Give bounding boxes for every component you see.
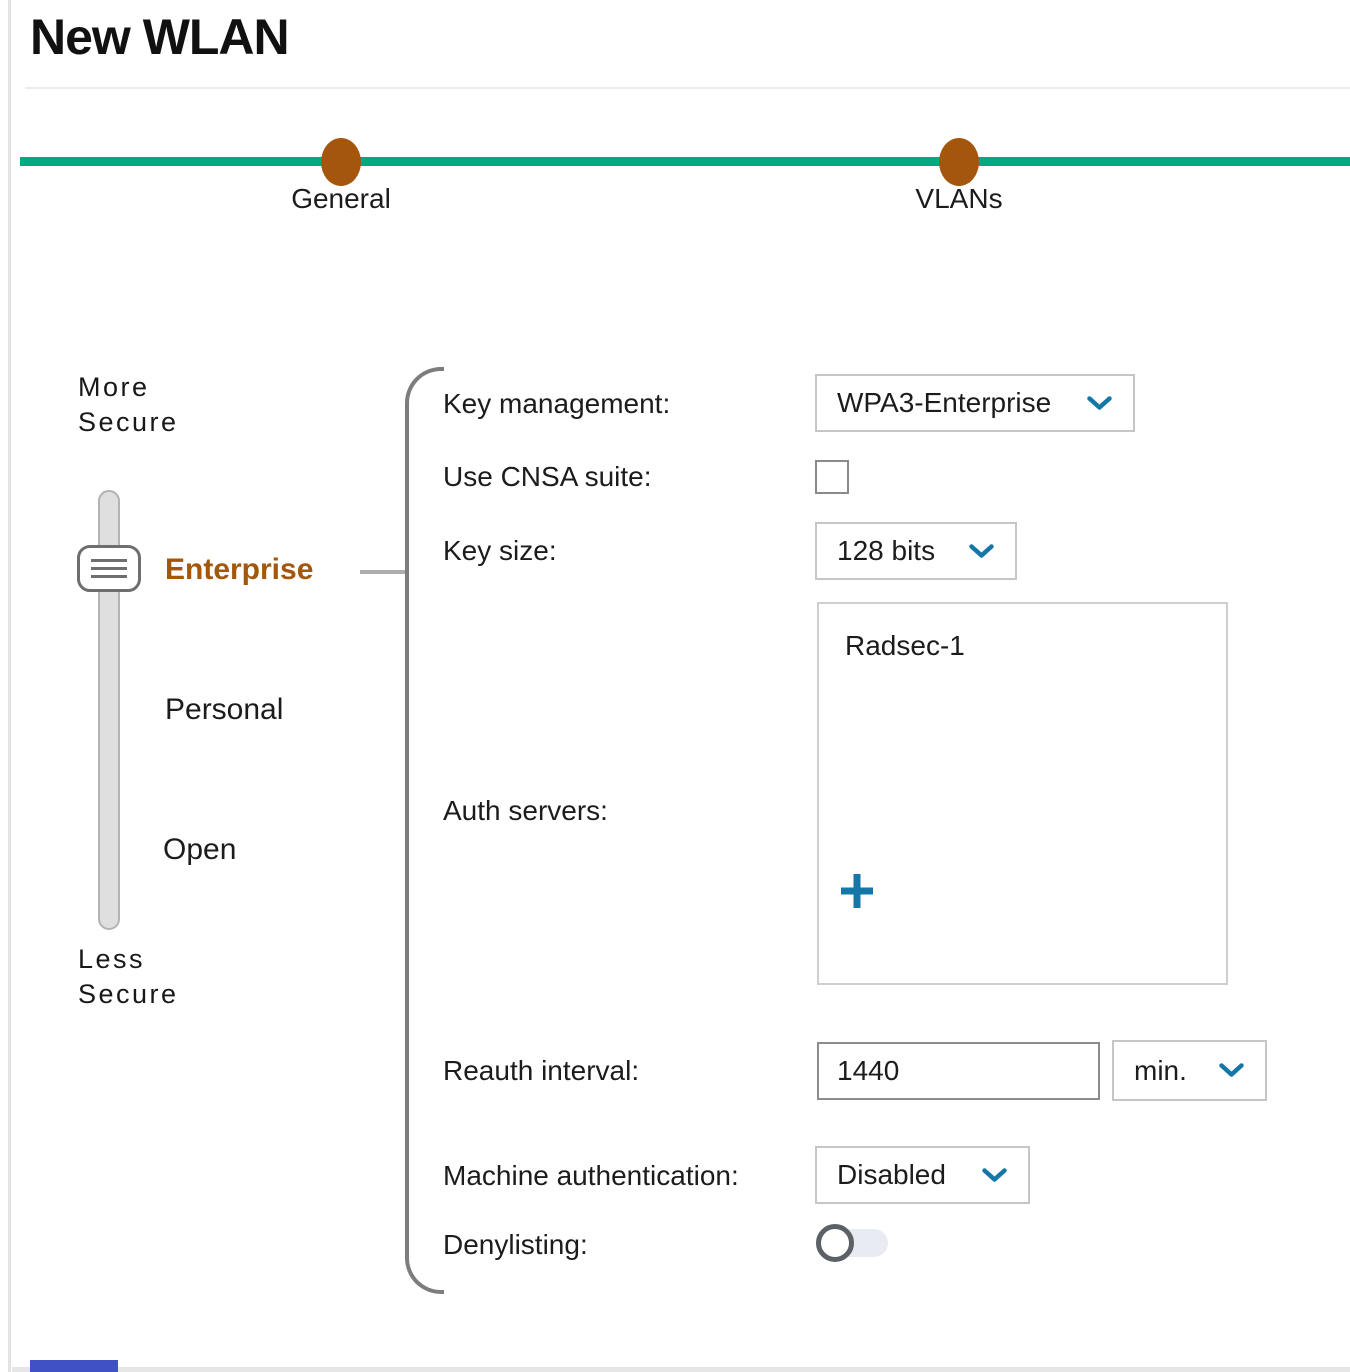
less-secure-label: Less Secure [78, 944, 179, 1010]
key-size-select[interactable]: 128 bits [815, 522, 1017, 580]
key-management-value: WPA3-Enterprise [837, 387, 1052, 418]
grip-lines-icon [91, 559, 127, 562]
form-group-bracket [405, 367, 444, 1294]
key-size-value: 128 bits [837, 535, 936, 566]
reauth-interval-input[interactable] [817, 1042, 1100, 1100]
stepper-dot-general[interactable] [321, 138, 361, 186]
security-slider-track[interactable] [98, 490, 120, 930]
horizontal-scrollbar-track [12, 1367, 1350, 1372]
machine-authentication-select[interactable]: Disabled [815, 1146, 1030, 1204]
grip-lines-icon [91, 575, 127, 578]
key-size-label: Key size: [443, 535, 557, 566]
page-title: New WLAN [30, 9, 290, 65]
chevron-down-icon [1218, 1062, 1245, 1079]
selection-connector-line [360, 570, 406, 574]
key-management-select[interactable]: WPA3-Enterprise [815, 374, 1135, 432]
auth-server-list-item[interactable]: Radsec-1 [845, 630, 965, 661]
left-edge-divider [8, 0, 11, 1372]
stepper-label-vlans: VLANs [915, 183, 1003, 214]
denylisting-label: Denylisting: [443, 1229, 588, 1260]
toggle-knob [816, 1224, 854, 1262]
chevron-down-icon [981, 1167, 1008, 1184]
auth-servers-label: Auth servers: [443, 795, 608, 826]
stepper-dot-vlans[interactable] [939, 138, 979, 186]
security-option-open[interactable]: Open [163, 833, 237, 866]
security-option-enterprise[interactable]: Enterprise [165, 553, 314, 586]
reauth-interval-label: Reauth interval: [443, 1055, 640, 1086]
security-option-personal[interactable]: Personal [165, 693, 284, 726]
add-auth-server-button[interactable] [837, 868, 877, 914]
more-secure-label: More Secure [78, 372, 179, 438]
horizontal-scrollbar-thumb[interactable] [30, 1360, 118, 1372]
use-cnsa-checkbox[interactable] [815, 460, 849, 494]
stepper-label-general: General [291, 183, 391, 214]
use-cnsa-label: Use CNSA suite: [443, 461, 652, 492]
denylisting-toggle[interactable] [816, 1222, 890, 1264]
chevron-down-icon [968, 543, 995, 560]
machine-authentication-label: Machine authentication: [443, 1160, 739, 1191]
security-slider-handle[interactable] [77, 545, 141, 592]
machine-authentication-value: Disabled [837, 1159, 946, 1190]
chevron-down-icon [1086, 395, 1113, 412]
key-management-label: Key management: [443, 388, 671, 419]
grip-lines-icon [91, 567, 127, 570]
title-divider [25, 87, 1350, 89]
reauth-unit-value: min. [1134, 1054, 1187, 1086]
auth-servers-listbox: Radsec-1 [817, 602, 1228, 985]
plus-icon [839, 870, 875, 912]
reauth-unit-select[interactable]: min. [1112, 1040, 1267, 1101]
stepper-progress-line [20, 157, 1350, 166]
